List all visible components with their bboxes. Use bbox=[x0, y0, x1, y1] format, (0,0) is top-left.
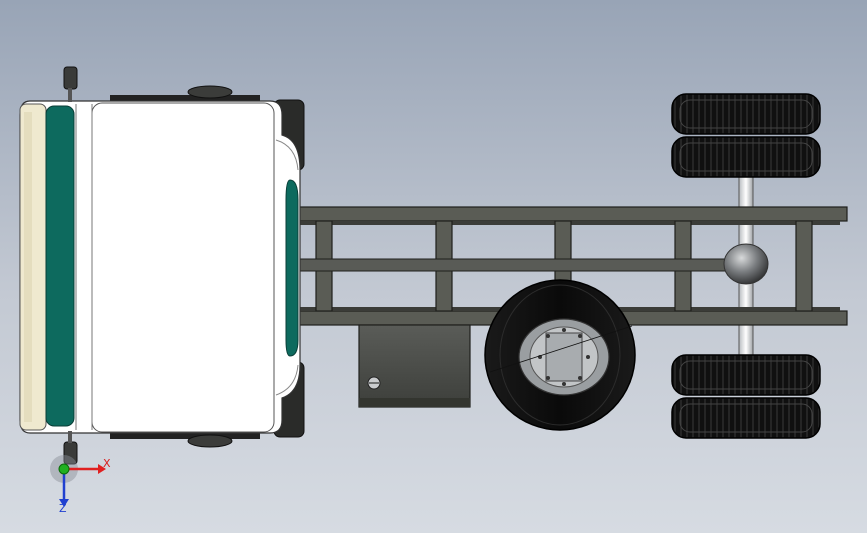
tire-icon bbox=[671, 354, 821, 396]
spare-wheel bbox=[484, 279, 636, 431]
triad-axes-icon bbox=[50, 455, 106, 507]
differential-icon bbox=[723, 243, 769, 285]
truck-cab[interactable] bbox=[19, 85, 305, 448]
tire-icon bbox=[671, 136, 821, 178]
fuel-tank bbox=[358, 324, 471, 408]
rear-tires bbox=[671, 93, 821, 439]
mirror-icon bbox=[63, 431, 78, 465]
tire-icon bbox=[671, 93, 821, 135]
orientation-triad[interactable]: X Z bbox=[50, 455, 111, 515]
tire-icon bbox=[671, 397, 821, 439]
chassis-frame[interactable] bbox=[294, 206, 848, 326]
triad-x-label: X bbox=[103, 457, 111, 470]
mirror-icon bbox=[63, 66, 78, 102]
triad-z-label: Z bbox=[59, 502, 67, 515]
